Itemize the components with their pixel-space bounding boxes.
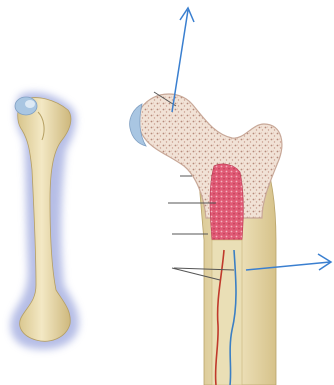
whole-femur bbox=[11, 92, 79, 349]
red-marrow bbox=[210, 164, 243, 240]
sectioned-femur bbox=[130, 94, 282, 385]
